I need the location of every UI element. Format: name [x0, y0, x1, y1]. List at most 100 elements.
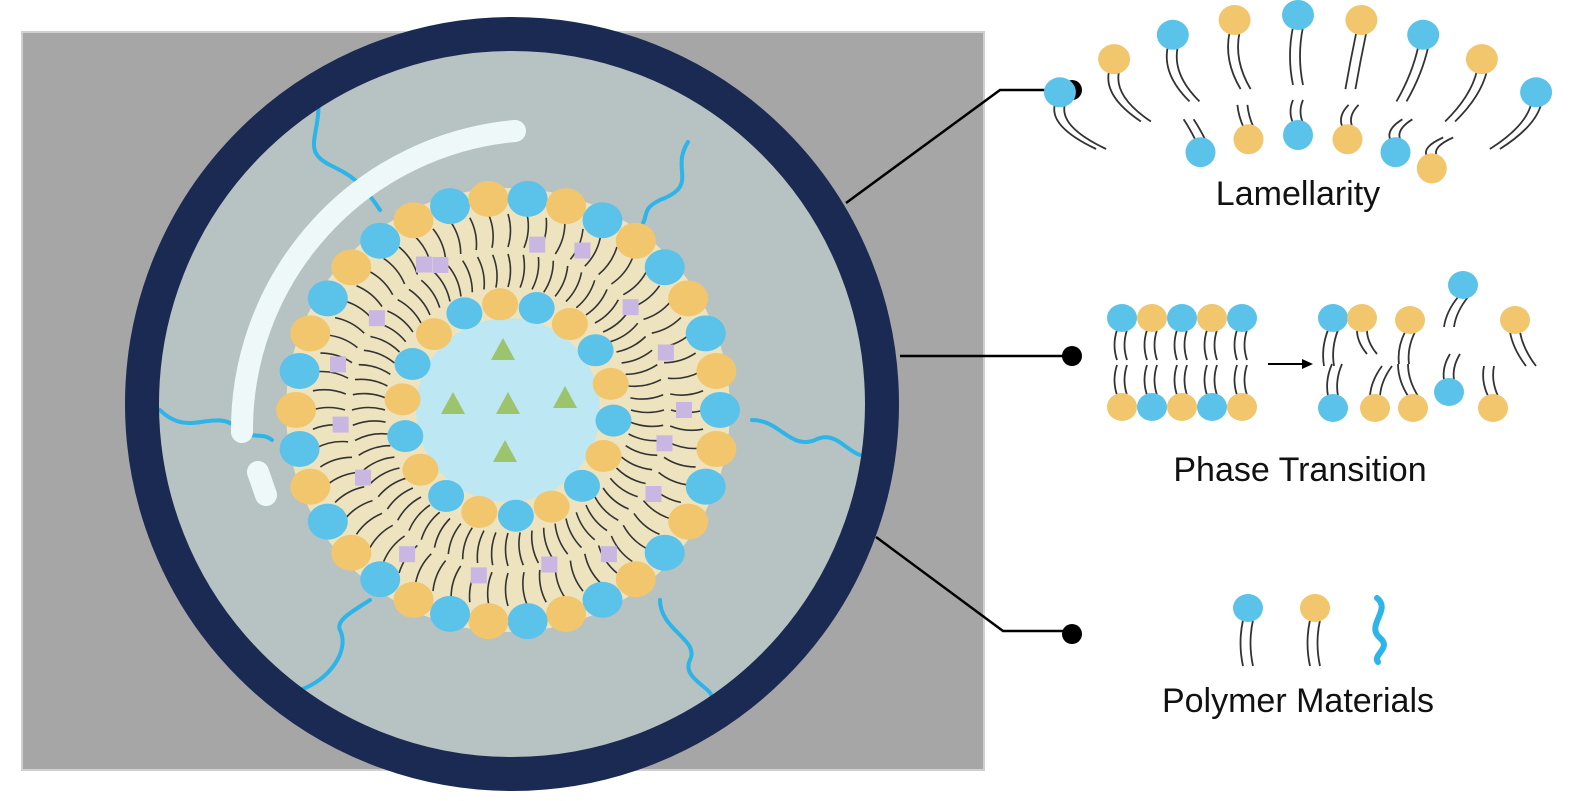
lipid-tail — [1289, 26, 1294, 86]
lipid-tail — [1182, 118, 1197, 141]
lipid-head-outer — [696, 431, 737, 467]
polymer-chain-icon — [638, 140, 690, 230]
lipid-molecule — [1227, 304, 1257, 361]
hydrophilic-drug-icon — [441, 392, 465, 414]
lipid-head-outer — [430, 188, 470, 225]
lipid-molecule — [1318, 363, 1348, 422]
polymer-materials-label: Polymer Materials — [1162, 682, 1434, 720]
lipid-tail — [1366, 329, 1378, 355]
lipid-head-outer — [546, 188, 586, 225]
lipid-tail — [1113, 364, 1118, 396]
polymer-chain-icon — [750, 418, 862, 457]
lipid-tail — [450, 565, 462, 598]
hydrophilic-drug-icon — [493, 440, 517, 462]
lipid-tail — [651, 317, 682, 334]
lipid-molecule — [1107, 364, 1137, 421]
lipid-head — [1448, 271, 1478, 299]
polymer-chain-icon — [658, 598, 714, 702]
lipid-head-inner — [402, 453, 439, 486]
lipid-tail — [1289, 99, 1294, 124]
hydrophobic-drug-icon — [676, 402, 692, 418]
polymer-chain-icon — [1372, 595, 1387, 665]
connector-dot-polymer-materials — [1062, 624, 1082, 644]
lipid-head-outer — [360, 222, 401, 259]
connector-dot-phase-transition — [1062, 346, 1082, 366]
lipid-tail — [1398, 118, 1413, 141]
hydrophobic-drug-icon — [416, 256, 432, 273]
lipid-head-outer — [685, 468, 726, 505]
lipid-molecule — [1282, 0, 1314, 86]
lipid-molecule — [1167, 364, 1197, 421]
lipid-tail — [1397, 331, 1406, 365]
lipid-tail — [594, 299, 620, 324]
hydrophobic-drug-icon — [541, 556, 558, 573]
lipid-tail — [543, 260, 555, 293]
lipid-tail — [663, 352, 697, 364]
lipid-molecule — [1137, 304, 1167, 361]
lipid-head — [1318, 304, 1348, 332]
lipid-tail — [610, 258, 634, 285]
lipid-head — [1227, 304, 1257, 332]
lipid-tail — [447, 523, 462, 555]
lipid-tail — [609, 477, 638, 498]
lipid-molecule — [1098, 44, 1152, 123]
lipid-tail — [1444, 70, 1478, 123]
lipid-tail — [1340, 104, 1350, 128]
lipid-molecule — [1233, 594, 1263, 667]
lipid-tail — [633, 512, 660, 536]
lipid-head — [1520, 77, 1553, 108]
polymer-chain-icon — [298, 598, 372, 692]
lipid-tail — [1407, 363, 1419, 397]
lipid-tail — [433, 271, 451, 302]
lipid-tail — [628, 378, 662, 388]
lipid-head — [1398, 394, 1428, 422]
lipid-head-inner — [394, 348, 431, 380]
lipid-head-outer — [307, 503, 348, 540]
lipid-tail — [630, 421, 664, 428]
lipid-tail — [1499, 104, 1542, 150]
lamellarity-icon — [1043, 0, 1553, 184]
lipid-tail — [615, 467, 646, 485]
lipid-molecule — [1395, 19, 1440, 102]
lipid-tail — [554, 523, 569, 555]
lipid-tail — [1123, 329, 1128, 361]
lipid-head — [1233, 594, 1263, 622]
lipid-tail — [408, 504, 431, 531]
lipid-head-inner — [428, 480, 465, 512]
lipid-tail — [1173, 329, 1178, 361]
lipid-tail — [1213, 329, 1218, 361]
hydrophobic-drug-icon — [645, 486, 662, 502]
lipid-molecule — [1167, 304, 1197, 361]
lipid-head — [1197, 393, 1227, 421]
lipid-head — [1233, 124, 1264, 155]
lipid-molecule — [1500, 306, 1537, 367]
lipid-tail — [370, 335, 401, 353]
lipid-tail — [669, 425, 704, 432]
lipid-head — [1416, 153, 1447, 184]
lipid-head — [1167, 304, 1197, 332]
lipid-head-inner — [387, 420, 424, 453]
lipid-head-inner — [533, 490, 570, 523]
hydrophobic-drug-icon — [657, 344, 674, 361]
lipid-head-inner — [416, 318, 452, 351]
lipid-molecule — [1318, 304, 1348, 367]
lipid-tail — [1306, 619, 1311, 667]
lipid-head-outer — [393, 202, 434, 239]
lipid-tail — [1239, 619, 1244, 667]
lipid-molecule — [1233, 104, 1264, 155]
lipid-molecule — [1380, 118, 1413, 168]
lipid-tail — [354, 432, 388, 442]
lipid-tail — [397, 298, 422, 324]
lipid-head-outer — [279, 353, 320, 389]
hydrophobic-drug-icon — [432, 257, 449, 273]
lipid-head-outer — [615, 561, 656, 598]
lipid-head-outer — [331, 249, 372, 286]
lipid-tail — [598, 246, 618, 276]
lipid-tail — [504, 532, 509, 567]
lipid-tail — [368, 524, 394, 549]
lipid-molecule — [1227, 364, 1257, 421]
lipid-tail — [447, 265, 462, 297]
lipid-tail — [387, 310, 414, 333]
lipid-tail — [476, 530, 485, 564]
lipid-molecule — [1107, 304, 1137, 361]
